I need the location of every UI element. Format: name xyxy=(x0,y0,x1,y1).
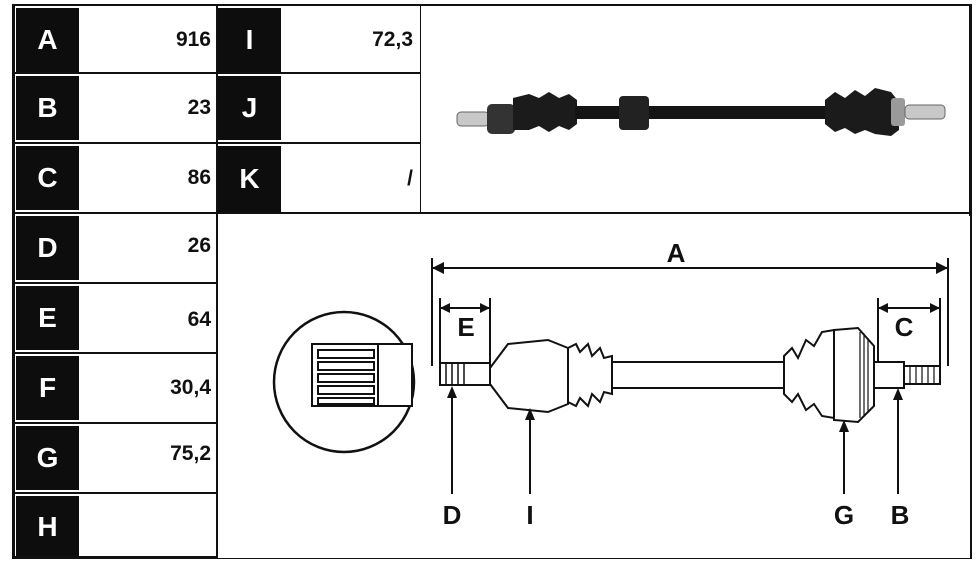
label-e: E xyxy=(16,286,79,350)
grid-line xyxy=(969,4,972,559)
value-c: 86 xyxy=(187,166,211,189)
grid-line xyxy=(12,212,972,214)
value-k: / xyxy=(407,167,413,190)
label-pointer-b: B xyxy=(891,500,910,530)
value-g: 75,2 xyxy=(170,442,211,465)
dimension-drawing: A E C xyxy=(272,238,949,530)
label-dim-a: A xyxy=(667,238,686,268)
grid-line xyxy=(12,492,218,494)
label-j: J xyxy=(218,76,281,140)
grid-line xyxy=(12,142,420,144)
value-j xyxy=(281,76,421,140)
label-k: K xyxy=(218,146,281,212)
label-d: D xyxy=(16,216,79,280)
value-e: 64 xyxy=(187,308,211,331)
value-d: 26 xyxy=(187,234,211,257)
label-c: C xyxy=(16,146,79,210)
label-g: G xyxy=(16,426,79,490)
label-f: F xyxy=(16,356,79,420)
grid-line xyxy=(12,72,420,74)
value-h xyxy=(79,496,219,558)
grid-line xyxy=(216,4,218,559)
grid-line xyxy=(12,422,218,424)
label-a: A xyxy=(16,8,79,72)
label-dim-c: C xyxy=(895,312,914,342)
label-b: B xyxy=(16,76,79,140)
grid-line xyxy=(12,4,15,559)
technical-diagram: A E C xyxy=(218,216,970,558)
label-i: I xyxy=(218,8,281,72)
label-dim-e: E xyxy=(457,312,474,342)
grid-line xyxy=(12,282,218,284)
label-pointer-g: G xyxy=(834,500,854,530)
grid-line xyxy=(12,352,218,354)
product-photo xyxy=(421,6,969,212)
label-h: H xyxy=(16,496,79,558)
value-a: 916 xyxy=(175,28,211,51)
value-i: 72,3 xyxy=(372,28,413,51)
value-b: 23 xyxy=(187,96,211,119)
label-pointer-d: D xyxy=(443,500,462,530)
drive-shaft-photo xyxy=(456,88,946,136)
label-pointer-i: I xyxy=(526,500,533,530)
value-f: 30,4 xyxy=(170,376,211,399)
grid-line xyxy=(12,4,972,6)
